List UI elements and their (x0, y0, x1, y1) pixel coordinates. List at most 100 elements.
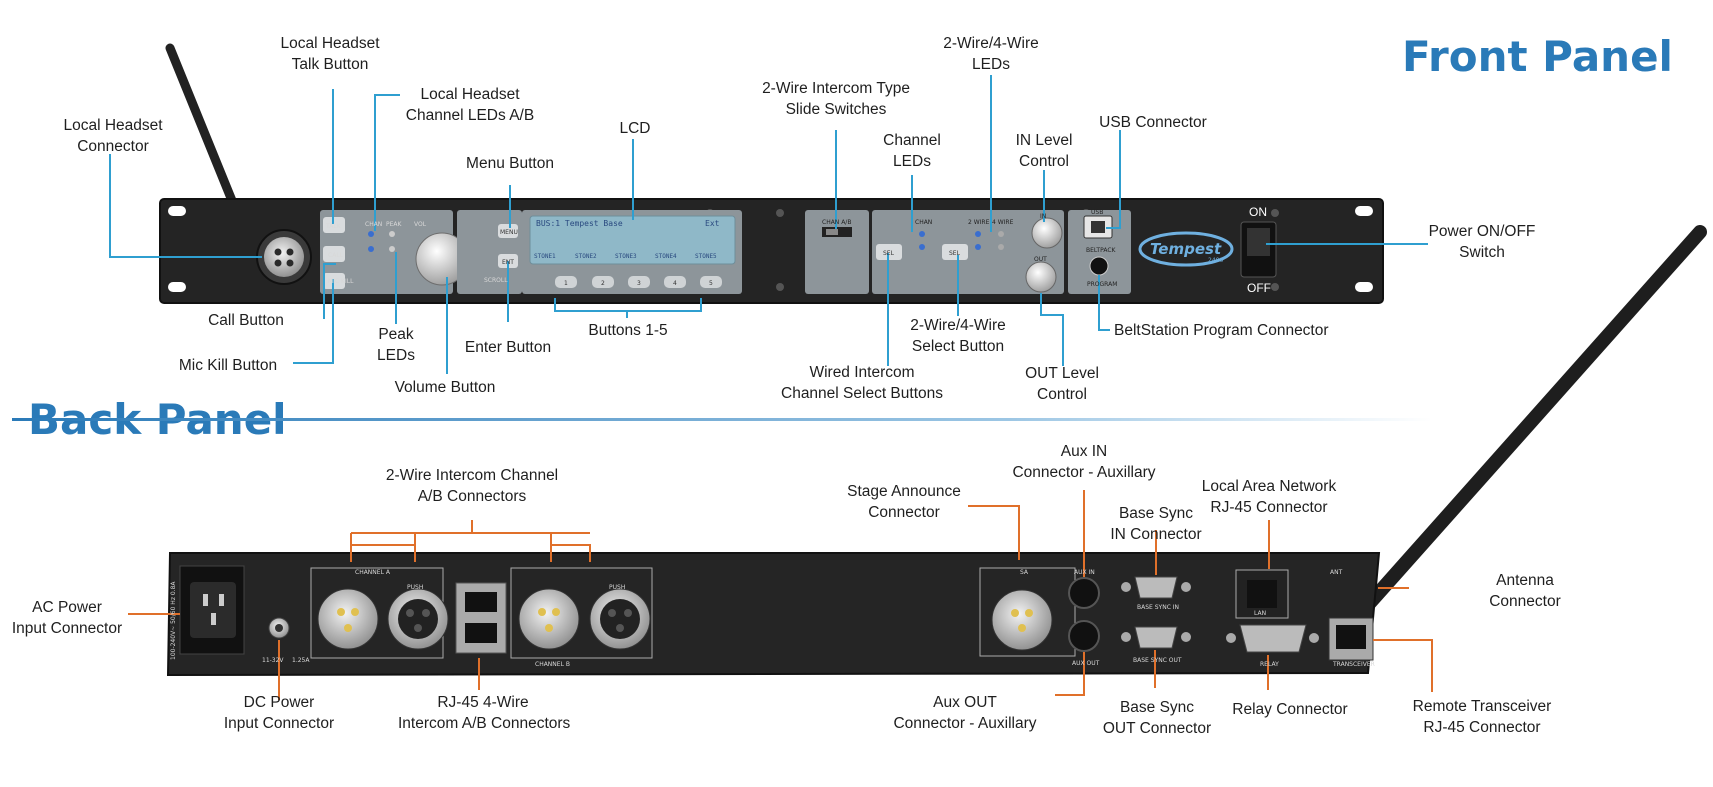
label-wire-select: 2-Wire/4-Wire Select Button (893, 315, 1023, 357)
in-level-knob (1031, 217, 1063, 249)
label-local-headset-leds: Local Headset Channel LEDs A/B (400, 84, 540, 126)
aux-jacks (1068, 577, 1100, 652)
silk-lan: LAN (1254, 610, 1266, 617)
brand-logo (1138, 231, 1234, 267)
silk-usb: USB (1091, 209, 1103, 216)
label-line: Intercom A/B Connectors (398, 715, 571, 732)
back-antenna (1337, 225, 1707, 613)
label-line: Connector - Auxillary (893, 715, 1037, 732)
transceiver-connector (1328, 617, 1374, 661)
label-line: Switch (1459, 244, 1505, 261)
label-base-sync-in: Base Sync IN Connector (1100, 503, 1212, 545)
label-line: Local Headset (420, 86, 520, 103)
label-line: Local Area Network (1201, 478, 1337, 495)
lcd-chip-2: STONE2 (575, 253, 597, 260)
front-leader-lines (109, 75, 1428, 374)
silk-transceiver: TRANSCEIVER (1332, 661, 1375, 668)
power-on-label: ON (1249, 205, 1267, 219)
label-remote-transceiver: Remote Transceiver RJ-45 Connector (1402, 696, 1562, 738)
menu-button-shape (498, 224, 518, 238)
label-in-level: IN Level Control (1004, 130, 1084, 172)
silk-4wire: 4 WIRE (992, 219, 1014, 226)
label-line: LEDs (972, 56, 1010, 73)
label-line: RJ-45 Connector (1423, 719, 1541, 736)
label-line: 2-Wire/4-Wire (910, 317, 1006, 334)
label-line: 2-Wire/4-Wire (943, 35, 1039, 52)
beltstation-jack (1089, 256, 1109, 276)
label-line: Peak (378, 326, 414, 343)
lcd-chip-1: STONE1 (534, 253, 556, 260)
label-aux-in: Aux IN Connector - Auxillary (1000, 441, 1168, 483)
label-line: Base Sync (1119, 699, 1195, 716)
dc-jack (268, 617, 290, 639)
silk-program: PROGRAM (1087, 281, 1117, 288)
silk-in: IN (1040, 213, 1046, 220)
channel-b-connectors (510, 567, 653, 659)
label-line: Power ON/OFF (1428, 223, 1536, 240)
silk-relay: RELAY (1260, 661, 1279, 668)
silk-scroll: SCROLL (484, 277, 508, 284)
label-channel-leds: Channel LEDs (876, 130, 948, 172)
lcd-chip-5: STONE5 (695, 253, 717, 260)
label-aux-out: Aux OUT Connector - Auxillary (880, 692, 1050, 734)
label-line: RJ-45 Connector (1210, 499, 1328, 516)
label-line: Control (1019, 153, 1069, 170)
silk-2wire: 2 WIRE (968, 219, 990, 226)
label-stage-announce: Stage Announce Connector (834, 481, 974, 523)
wired-sel-a-shape (876, 244, 902, 260)
slide-switch-module (805, 210, 869, 294)
label-line: DC Power (243, 694, 315, 711)
label-line: Connector (868, 504, 940, 521)
label-usb: USB Connector (1099, 114, 1207, 131)
label-line: A/B Connectors (417, 488, 527, 505)
label-antenna: Antenna Connector (1480, 570, 1570, 612)
silk-aux-in: AUX IN (1074, 569, 1095, 576)
label-line: Connector (77, 138, 149, 155)
label-dc-power: DC Power Input Connector (212, 692, 346, 734)
label-mic-kill: Mic Kill Button (178, 357, 278, 374)
label-line: Local Headset (280, 35, 380, 52)
label-rj45-4wire: RJ-45 4-Wire Intercom A/B Connectors (398, 692, 571, 734)
lan-connector (1235, 569, 1289, 619)
lcd-btn-2: 2 (601, 280, 605, 287)
out-level-knob (1025, 261, 1057, 293)
label-two-wire-connectors: 2-Wire Intercom Channel A/B Connectors (368, 465, 576, 507)
silk-sel-a: SEL (883, 250, 895, 257)
lcd-module (522, 210, 742, 294)
label-line: Slide Switches (785, 101, 887, 118)
label-line: Local Headset (63, 117, 163, 134)
usb-module (1068, 210, 1131, 294)
label-line: IN Level (1015, 132, 1073, 149)
section-divider (12, 418, 1432, 421)
lcd-chip-4: STONE4 (655, 253, 677, 260)
label-buttons-1-5: Buttons 1-5 (588, 322, 668, 339)
silk-chan: CHAN (365, 221, 382, 228)
silk-beltpack: BELTPACK (1086, 247, 1117, 254)
label-line: Wired Intercom (809, 364, 915, 381)
lcd-btn-1: 1 (564, 280, 568, 287)
label-line: Channel (883, 132, 941, 149)
label-line: Remote Transceiver (1412, 698, 1552, 715)
label-lcd: LCD (619, 120, 651, 137)
lcd-chip-3: STONE3 (615, 253, 637, 260)
silk-sel-b: SEL (949, 250, 961, 257)
label-line: Aux IN (1060, 443, 1108, 460)
label-wired-select: Wired Intercom Channel Select Buttons (772, 362, 952, 404)
label-peak-leds: Peak LEDs (366, 324, 426, 366)
silk-ant: ANT (1330, 569, 1343, 576)
label-line: Connector - Auxillary (1012, 464, 1156, 481)
label-ac-power: AC Power Input Connector (2, 597, 132, 639)
label-line: RJ-45 4-Wire (437, 694, 529, 711)
call-button-shape (323, 246, 345, 262)
label-call-button: Call Button (208, 312, 284, 329)
label-enter-button: Enter Button (464, 339, 552, 356)
label-line: 2-Wire Intercom Channel (385, 467, 559, 484)
label-line: LEDs (377, 347, 415, 364)
label-line: OUT Level (1025, 365, 1099, 382)
lcd-btn-4: 4 (673, 280, 677, 287)
label-line: 2-Wire Intercom Type (762, 80, 910, 97)
label-line: Input Connector (11, 620, 123, 637)
silk-channel-b: CHANNEL B (535, 661, 570, 668)
headset-connector (256, 229, 312, 285)
